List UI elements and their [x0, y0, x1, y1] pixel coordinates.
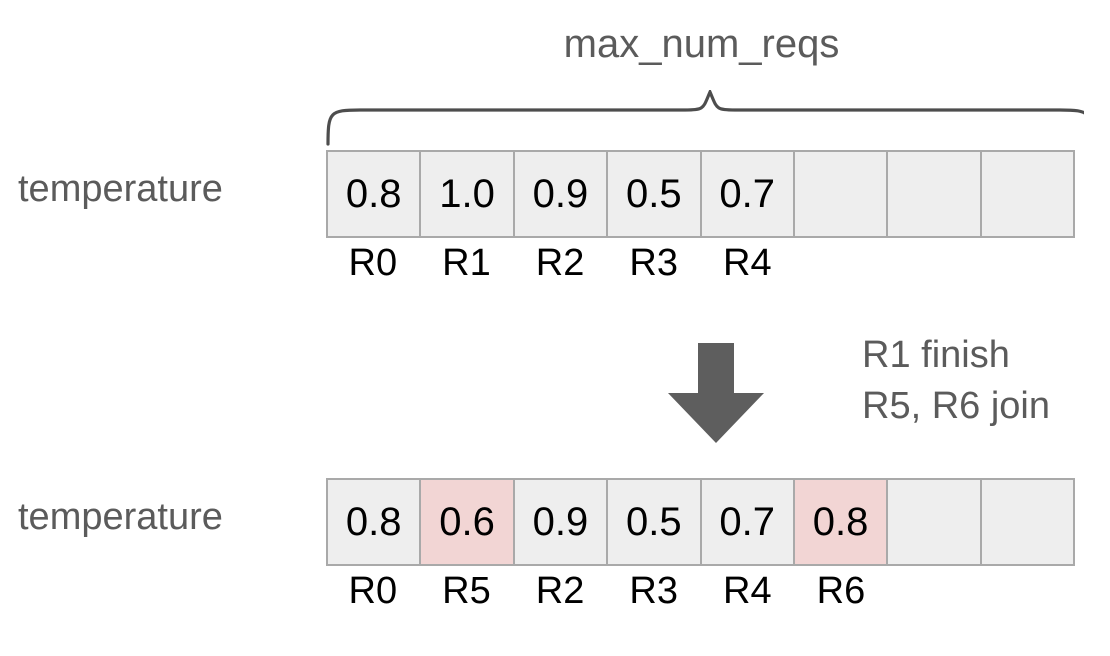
temperature-array-after: 0.8 0.6 0.9 0.5 0.7 0.8 [326, 478, 1075, 566]
table-cell[interactable]: 0.9 [514, 152, 609, 236]
table-cell[interactable]: 0.8 [328, 152, 422, 236]
curly-brace-up-icon [320, 90, 1084, 146]
table-cell[interactable] [794, 152, 889, 236]
request-tag [981, 571, 1075, 621]
request-tag: R2 [535, 570, 585, 612]
request-tag [981, 243, 1075, 293]
request-tag: R0 [348, 570, 398, 612]
table-cell[interactable] [981, 480, 1073, 564]
request-tag [888, 243, 982, 293]
row-label-temperature-after: temperature [18, 496, 223, 538]
table-cell[interactable]: 0.9 [514, 480, 609, 564]
table-cell[interactable] [981, 152, 1073, 236]
table-cell[interactable]: 1.0 [421, 152, 515, 236]
max-num-reqs-label: max_num_reqs [563, 22, 840, 66]
temperature-array-before: 0.8 1.0 0.9 0.5 0.7 [326, 150, 1075, 238]
table-cell[interactable]: 0.8 [328, 480, 422, 564]
request-tag: R0 [348, 242, 398, 284]
request-tags-after: R0 R5 R2 R3 R4 R6 [326, 570, 1075, 621]
table-cell[interactable]: 0.5 [608, 152, 702, 236]
request-tag: R3 [629, 242, 678, 284]
request-tag: R1 [442, 242, 491, 284]
request-tag [794, 243, 888, 293]
request-tag: R6 [816, 570, 866, 612]
request-tag: R5 [442, 570, 491, 612]
arrow-down-icon [668, 343, 764, 443]
table-cell[interactable] [888, 152, 982, 236]
request-tag: R4 [723, 570, 772, 612]
table-cell[interactable]: 0.7 [701, 152, 795, 236]
transition-note-line-2: R5, R6 join [862, 384, 1050, 427]
table-cell[interactable]: 0.5 [608, 480, 702, 564]
request-tag: R2 [535, 242, 585, 284]
transition-note: R1 finish R5, R6 join [862, 330, 1102, 431]
request-tag: R3 [629, 570, 678, 612]
table-cell-highlighted[interactable]: 0.8 [794, 480, 889, 564]
table-cell[interactable] [888, 480, 982, 564]
request-tags-before: R0 R1 R2 R3 R4 [326, 242, 1075, 293]
row-label-temperature-before: temperature [18, 168, 223, 210]
table-cell[interactable]: 0.7 [701, 480, 795, 564]
request-tag: R4 [723, 242, 772, 284]
request-tag [888, 571, 982, 621]
transition-note-line-1: R1 finish [862, 334, 1010, 376]
table-cell-highlighted[interactable]: 0.6 [421, 480, 515, 564]
